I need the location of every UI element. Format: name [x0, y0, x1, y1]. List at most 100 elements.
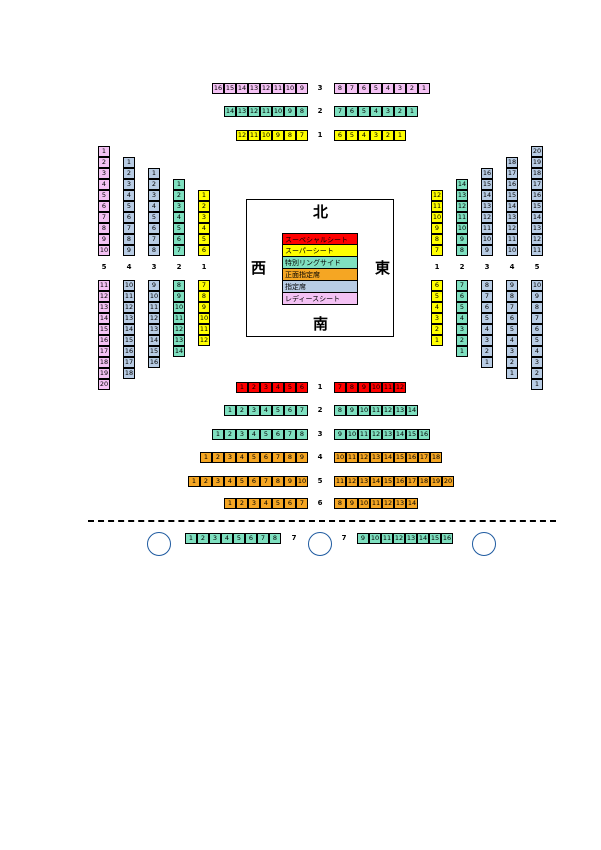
seat-east-2-8[interactable]: 8 [456, 245, 468, 256]
seat-west-4-13[interactable]: 13 [123, 313, 135, 324]
seat-south-4-11[interactable]: 11 [346, 452, 358, 463]
seat-balcony-15[interactable]: 15 [429, 533, 441, 544]
seat-south-3-12[interactable]: 12 [370, 429, 382, 440]
seat-east-2-1[interactable]: 1 [456, 346, 468, 357]
seat-west-3-1[interactable]: 1 [148, 168, 160, 179]
seat-south-1-12[interactable]: 12 [394, 382, 406, 393]
seat-north-1-5[interactable]: 5 [346, 130, 358, 141]
seat-east-1-3[interactable]: 3 [431, 313, 443, 324]
seat-east-1-12[interactable]: 12 [431, 190, 443, 201]
seat-south-4-8[interactable]: 8 [284, 452, 296, 463]
seat-west-2-3[interactable]: 3 [173, 201, 185, 212]
seat-west-1-4[interactable]: 4 [198, 223, 210, 234]
seat-south-5-14[interactable]: 14 [370, 476, 382, 487]
seat-north-3-8[interactable]: 8 [334, 83, 346, 94]
seat-west-1-6[interactable]: 6 [198, 245, 210, 256]
seat-north-1-7[interactable]: 7 [296, 130, 308, 141]
seat-south-6-6[interactable]: 6 [284, 498, 296, 509]
seat-north-3-4[interactable]: 4 [382, 83, 394, 94]
seat-south-2-6[interactable]: 6 [284, 405, 296, 416]
seat-east-1-4[interactable]: 4 [431, 302, 443, 313]
seat-west-4-4[interactable]: 4 [123, 190, 135, 201]
seat-west-2-9[interactable]: 9 [173, 291, 185, 302]
seat-south-6-10[interactable]: 10 [358, 498, 370, 509]
seat-south-5-16[interactable]: 16 [394, 476, 406, 487]
seat-west-5-17[interactable]: 17 [98, 346, 110, 357]
seat-west-2-7[interactable]: 7 [173, 245, 185, 256]
seat-south-3-13[interactable]: 13 [382, 429, 394, 440]
seat-south-5-11[interactable]: 11 [334, 476, 346, 487]
seat-east-2-5[interactable]: 5 [456, 302, 468, 313]
seat-west-4-14[interactable]: 14 [123, 324, 135, 335]
seat-east-2-9[interactable]: 9 [456, 234, 468, 245]
seat-east-4-6[interactable]: 6 [506, 313, 518, 324]
seat-west-2-2[interactable]: 2 [173, 190, 185, 201]
seat-east-4-12[interactable]: 12 [506, 223, 518, 234]
seat-south-1-5[interactable]: 5 [284, 382, 296, 393]
seat-west-1-5[interactable]: 5 [198, 234, 210, 245]
seat-north-2-13[interactable]: 13 [236, 106, 248, 117]
seat-north-3-13[interactable]: 13 [248, 83, 260, 94]
seat-west-4-6[interactable]: 6 [123, 212, 135, 223]
seat-south-6-8[interactable]: 8 [334, 498, 346, 509]
seat-north-1-12[interactable]: 12 [236, 130, 248, 141]
seat-east-1-6[interactable]: 6 [431, 280, 443, 291]
seat-west-5-11[interactable]: 11 [98, 280, 110, 291]
seat-south-1-6[interactable]: 6 [296, 382, 308, 393]
seat-south-5-7[interactable]: 7 [260, 476, 272, 487]
seat-balcony-4[interactable]: 4 [221, 533, 233, 544]
seat-west-5-5[interactable]: 5 [98, 190, 110, 201]
seat-south-6-4[interactable]: 4 [260, 498, 272, 509]
seat-south-2-8[interactable]: 8 [334, 405, 346, 416]
seat-east-3-8[interactable]: 8 [481, 280, 493, 291]
seat-east-4-7[interactable]: 7 [506, 302, 518, 313]
seat-balcony-9[interactable]: 9 [357, 533, 369, 544]
seat-south-6-1[interactable]: 1 [224, 498, 236, 509]
seat-west-1-1[interactable]: 1 [198, 190, 210, 201]
seat-west-3-6[interactable]: 6 [148, 223, 160, 234]
seat-south-1-1[interactable]: 1 [236, 382, 248, 393]
seat-west-1-10[interactable]: 10 [198, 313, 210, 324]
seat-south-3-15[interactable]: 15 [406, 429, 418, 440]
seat-north-2-7[interactable]: 7 [334, 106, 346, 117]
seat-north-2-8[interactable]: 8 [296, 106, 308, 117]
seat-west-3-8[interactable]: 8 [148, 245, 160, 256]
seat-west-2-13[interactable]: 13 [173, 335, 185, 346]
seat-balcony-3[interactable]: 3 [209, 533, 221, 544]
seat-east-1-9[interactable]: 9 [431, 223, 443, 234]
seat-east-2-13[interactable]: 13 [456, 190, 468, 201]
seat-south-3-6[interactable]: 6 [272, 429, 284, 440]
seat-north-2-9[interactable]: 9 [284, 106, 296, 117]
seat-east-5-1[interactable]: 1 [531, 379, 543, 390]
seat-east-4-1[interactable]: 1 [506, 368, 518, 379]
seat-east-5-7[interactable]: 7 [531, 313, 543, 324]
seat-east-3-3[interactable]: 3 [481, 335, 493, 346]
seat-west-3-11[interactable]: 11 [148, 302, 160, 313]
seat-east-4-18[interactable]: 18 [506, 157, 518, 168]
seat-north-1-9[interactable]: 9 [272, 130, 284, 141]
seat-south-4-7[interactable]: 7 [272, 452, 284, 463]
seat-north-3-14[interactable]: 14 [236, 83, 248, 94]
seat-south-2-1[interactable]: 1 [224, 405, 236, 416]
seat-south-4-12[interactable]: 12 [358, 452, 370, 463]
seat-balcony-14[interactable]: 14 [417, 533, 429, 544]
seat-east-4-14[interactable]: 14 [506, 201, 518, 212]
seat-north-3-9[interactable]: 9 [296, 83, 308, 94]
seat-west-1-8[interactable]: 8 [198, 291, 210, 302]
seat-west-2-14[interactable]: 14 [173, 346, 185, 357]
seat-west-3-3[interactable]: 3 [148, 190, 160, 201]
seat-north-2-6[interactable]: 6 [346, 106, 358, 117]
seat-south-5-3[interactable]: 3 [212, 476, 224, 487]
seat-north-1-3[interactable]: 3 [370, 130, 382, 141]
seat-south-3-10[interactable]: 10 [346, 429, 358, 440]
seat-west-2-4[interactable]: 4 [173, 212, 185, 223]
seat-balcony-7[interactable]: 7 [257, 533, 269, 544]
seat-west-5-12[interactable]: 12 [98, 291, 110, 302]
seat-south-2-5[interactable]: 5 [272, 405, 284, 416]
seat-south-4-13[interactable]: 13 [370, 452, 382, 463]
seat-west-4-9[interactable]: 9 [123, 245, 135, 256]
seat-balcony-13[interactable]: 13 [405, 533, 417, 544]
seat-balcony-2[interactable]: 2 [197, 533, 209, 544]
seat-east-2-10[interactable]: 10 [456, 223, 468, 234]
seat-north-3-2[interactable]: 2 [406, 83, 418, 94]
